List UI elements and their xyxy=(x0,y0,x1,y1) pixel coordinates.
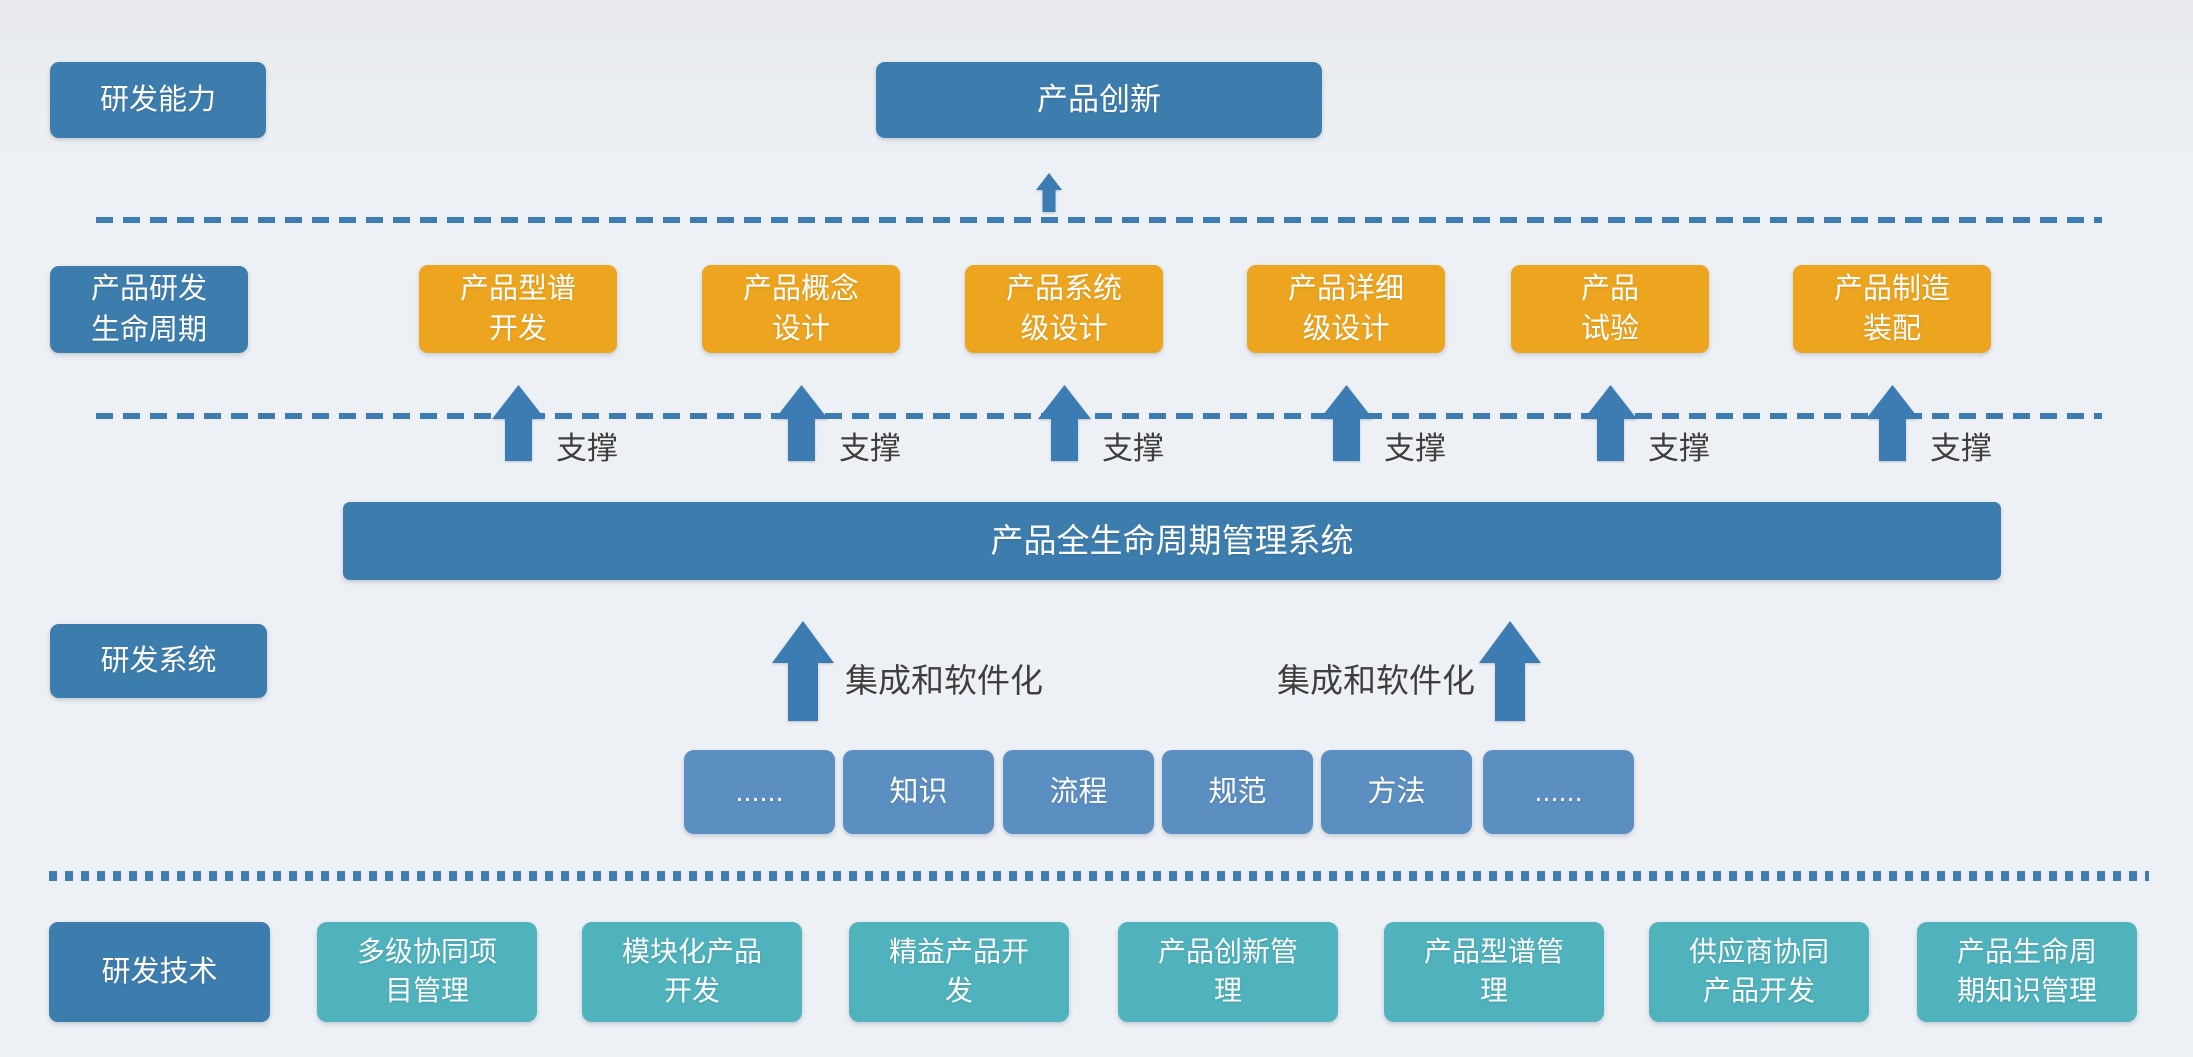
up-arrow-icon xyxy=(1036,173,1062,212)
support-arrow-icon xyxy=(492,385,545,461)
lifecycle-stage-box: 产品详细 级设计 xyxy=(1247,265,1445,353)
system-row-label: 研发系统 xyxy=(50,624,267,698)
support-label: 支撑 xyxy=(1102,431,1164,466)
technology-box: 多级协同项 目管理 xyxy=(317,922,537,1022)
dotted-divider-bottom xyxy=(49,871,2149,881)
lifecycle-stage-box: 产品系统 级设计 xyxy=(965,265,1163,353)
support-label: 支撑 xyxy=(1384,431,1446,466)
technology-box: 供应商协同 产品开发 xyxy=(1649,922,1869,1022)
lifecycle-stage-box: 产品型谱 开发 xyxy=(419,265,617,353)
integration-label: 集成和软件化 xyxy=(845,662,1043,699)
dashed-divider-middle xyxy=(96,413,2102,419)
technology-box: 产品型谱管 理 xyxy=(1384,922,1604,1022)
system-element-box: 知识 xyxy=(843,750,994,834)
product-innovation-box: 产品创新 xyxy=(876,62,1322,138)
integration-arrow-icon xyxy=(772,621,834,721)
lifecycle-row-label: 产品研发 生命周期 xyxy=(50,266,248,353)
system-element-box: ...... xyxy=(1483,750,1634,834)
support-arrow-icon xyxy=(1038,385,1091,461)
support-arrow-icon xyxy=(1584,385,1637,461)
technology-row-label: 研发技术 xyxy=(49,922,270,1022)
integration-label: 集成和软件化 xyxy=(1277,662,1475,699)
support-arrow-icon xyxy=(775,385,828,461)
lifecycle-stage-box: 产品制造 装配 xyxy=(1793,265,1991,353)
technology-box: 模块化产品 开发 xyxy=(582,922,802,1022)
lifecycle-stage-box: 产品 试验 xyxy=(1511,265,1709,353)
dashed-divider-top xyxy=(96,217,2102,223)
lifecycle-stage-box: 产品概念 设计 xyxy=(702,265,900,353)
system-element-box: 流程 xyxy=(1003,750,1154,834)
support-label: 支撑 xyxy=(1930,431,1992,466)
support-label: 支撑 xyxy=(1648,431,1710,466)
support-arrow-icon xyxy=(1866,385,1919,461)
system-element-box: ...... xyxy=(684,750,835,834)
technology-box: 精益产品开 发 xyxy=(849,922,1069,1022)
capability-row-label: 研发能力 xyxy=(50,62,266,138)
integration-arrow-icon xyxy=(1479,621,1541,721)
system-element-box: 方法 xyxy=(1321,750,1472,834)
technology-box: 产品创新管 理 xyxy=(1118,922,1338,1022)
support-label: 支撑 xyxy=(556,431,618,466)
technology-box: 产品生命周 期知识管理 xyxy=(1917,922,2137,1022)
system-element-box: 规范 xyxy=(1162,750,1313,834)
support-arrow-icon xyxy=(1320,385,1373,461)
plm-system-bar: 产品全生命周期管理系统 xyxy=(343,502,2001,580)
support-label: 支撑 xyxy=(839,431,901,466)
